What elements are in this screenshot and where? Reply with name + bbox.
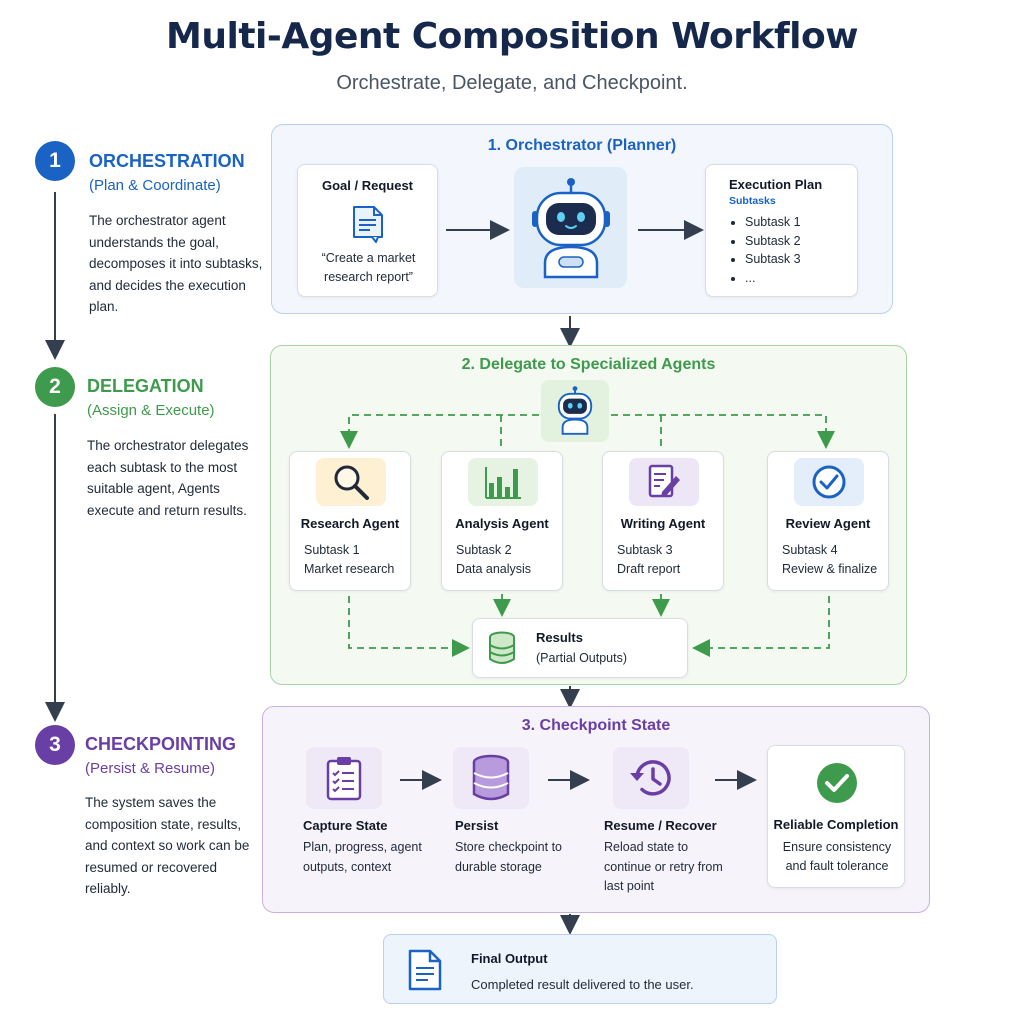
step-3-subtitle: (Persist & Resume)	[85, 760, 216, 777]
subtask-list-item: ...	[745, 269, 801, 288]
research-agent-name: Research Agent	[300, 516, 400, 531]
arrow-goal-to-orchestrator	[446, 220, 510, 240]
bar-chart-icon	[485, 467, 521, 499]
writing-agent-card: Writing Agent Subtask 3 Draft report	[602, 451, 724, 591]
final-output-desc: Completed result delivered to the user.	[471, 977, 694, 992]
analysis-agent-icon-tile	[468, 458, 538, 506]
capture-state-icon-tile	[306, 747, 382, 809]
goal-request-card: Goal / Request “Create a market research…	[297, 164, 438, 297]
checkpoint-section-title: 3. Checkpoint State	[521, 717, 671, 734]
step-1-title: ORCHESTRATION	[89, 151, 245, 171]
analysis-agent-task: Subtask 2	[456, 543, 512, 557]
small-robot-icon	[557, 386, 593, 435]
resume-recover-name: Resume / Recover	[604, 818, 717, 833]
step-3-number: 3	[35, 725, 75, 765]
document-icon	[408, 949, 442, 991]
reliable-completion-card: Reliable Completion Ensure consistency a…	[767, 745, 905, 888]
subtask-list-item: Subtask 3	[745, 250, 801, 269]
execution-plan-title: Execution Plan	[729, 177, 823, 192]
writing-agent-icon-tile	[629, 458, 699, 506]
delegation-section: 2. Delegate to Specialized Agents	[270, 345, 907, 685]
research-agent-card: Research Agent Subtask 1 Market research	[289, 451, 411, 591]
pencil-document-icon	[648, 464, 680, 498]
delegation-dashed-connectors	[340, 414, 835, 657]
database-icon	[489, 631, 515, 664]
reliable-completion-name: Reliable Completion	[773, 817, 899, 832]
persist-name: Persist	[455, 818, 499, 833]
step-1-number: 1	[35, 141, 75, 181]
step-timeline-arrows	[45, 192, 65, 722]
checkpoint-section: 3. Checkpoint State Capture State Plan, …	[262, 706, 930, 913]
resume-recover-desc: Reload state to continue or retry from l…	[604, 840, 723, 893]
arrow-checkpoint-to-final	[560, 914, 580, 935]
execution-plan-card: Execution Plan Subtasks Subtask 1Subtask…	[705, 164, 858, 297]
research-agent-icon-tile	[316, 458, 386, 506]
delegator-robot-tile	[541, 380, 609, 442]
research-agent-task: Subtask 1	[304, 543, 360, 557]
step-3-description: The system saves the composition state, …	[85, 795, 250, 896]
orchestrator-section-title: 1. Orchestrator (Planner)	[487, 137, 677, 154]
arrow-orchestrator-to-delegation	[560, 316, 580, 346]
arrow-resume-to-completion	[715, 770, 757, 790]
step-3-title: CHECKPOINTING	[85, 734, 237, 754]
writing-agent-name: Writing Agent	[620, 516, 706, 531]
database-storage-icon	[472, 754, 510, 801]
capture-state-name: Capture State	[303, 818, 388, 833]
goal-request-text: “Create a market research report”	[321, 251, 416, 284]
execution-plan-subtitle: Subtasks	[729, 195, 776, 207]
step-1-description: The orchestrator agent understands the g…	[89, 213, 263, 314]
analysis-agent-name: Analysis Agent	[455, 516, 549, 531]
research-agent-desc: Market research	[304, 562, 395, 576]
results-card: Results (Partial Outputs)	[472, 618, 688, 678]
arrow-delegation-to-checkpoint	[560, 686, 580, 707]
step-2-description: The orchestrator delegates each subtask …	[87, 438, 249, 518]
goal-request-title: Goal / Request	[321, 178, 414, 193]
robot-icon	[532, 178, 610, 279]
review-agent-desc: Review & finalize	[782, 562, 878, 576]
step-1-subtitle: (Plan & Coordinate)	[89, 177, 221, 194]
magnifier-icon	[334, 465, 369, 500]
final-output-card: Final Output Completed result delivered …	[383, 934, 777, 1004]
check-badge-icon	[817, 763, 857, 803]
analysis-agent-desc: Data analysis	[456, 562, 532, 576]
arrow-capture-to-persist	[400, 770, 442, 790]
subtask-list: Subtask 1Subtask 2Subtask 3...	[745, 213, 801, 287]
orchestrator-robot-tile	[514, 167, 627, 288]
writing-agent-desc: Draft report	[617, 562, 681, 576]
subtask-list-item: Subtask 1	[745, 213, 801, 232]
delegation-section-title: 2. Delegate to Specialized Agents	[461, 356, 716, 373]
check-circle-icon	[812, 465, 846, 499]
persist-desc: Store checkpoint to durable storage	[455, 840, 563, 874]
reliable-completion-desc: Ensure consistency and fault tolerance	[782, 840, 892, 873]
subtask-list-item: Subtask 2	[745, 232, 801, 251]
capture-state-desc: Plan, progress, agent outputs, context	[303, 840, 422, 874]
analysis-agent-card: Analysis Agent Subtask 2 Data analysis	[441, 451, 563, 591]
results-subtitle: (Partial Outputs)	[536, 651, 628, 665]
page-title: Multi-Agent Composition Workflow	[166, 16, 858, 57]
clipboard-checklist-icon	[326, 757, 362, 801]
orchestrator-section: 1. Orchestrator (Planner) Goal / Request…	[271, 124, 893, 314]
step-2-number: 2	[35, 367, 75, 407]
arrow-orchestrator-to-plan	[638, 220, 704, 240]
step-2-title: DELEGATION	[87, 376, 204, 396]
history-icon	[630, 760, 671, 796]
final-output-title: Final Output	[471, 951, 548, 966]
review-agent-icon-tile	[794, 458, 864, 506]
persist-icon-tile	[453, 747, 529, 809]
page-subtitle: Orchestrate, Delegate, and Checkpoint.	[336, 72, 688, 94]
step-2-subtitle: (Assign & Execute)	[87, 402, 215, 419]
document-chat-icon	[353, 206, 383, 243]
arrow-persist-to-resume	[548, 770, 590, 790]
review-agent-name: Review Agent	[785, 516, 871, 531]
results-title: Results	[536, 630, 583, 645]
resume-icon-tile	[613, 747, 689, 809]
writing-agent-task: Subtask 3	[617, 543, 673, 557]
review-agent-card: Review Agent Subtask 4 Review & finalize	[767, 451, 889, 591]
review-agent-task: Subtask 4	[782, 543, 838, 557]
